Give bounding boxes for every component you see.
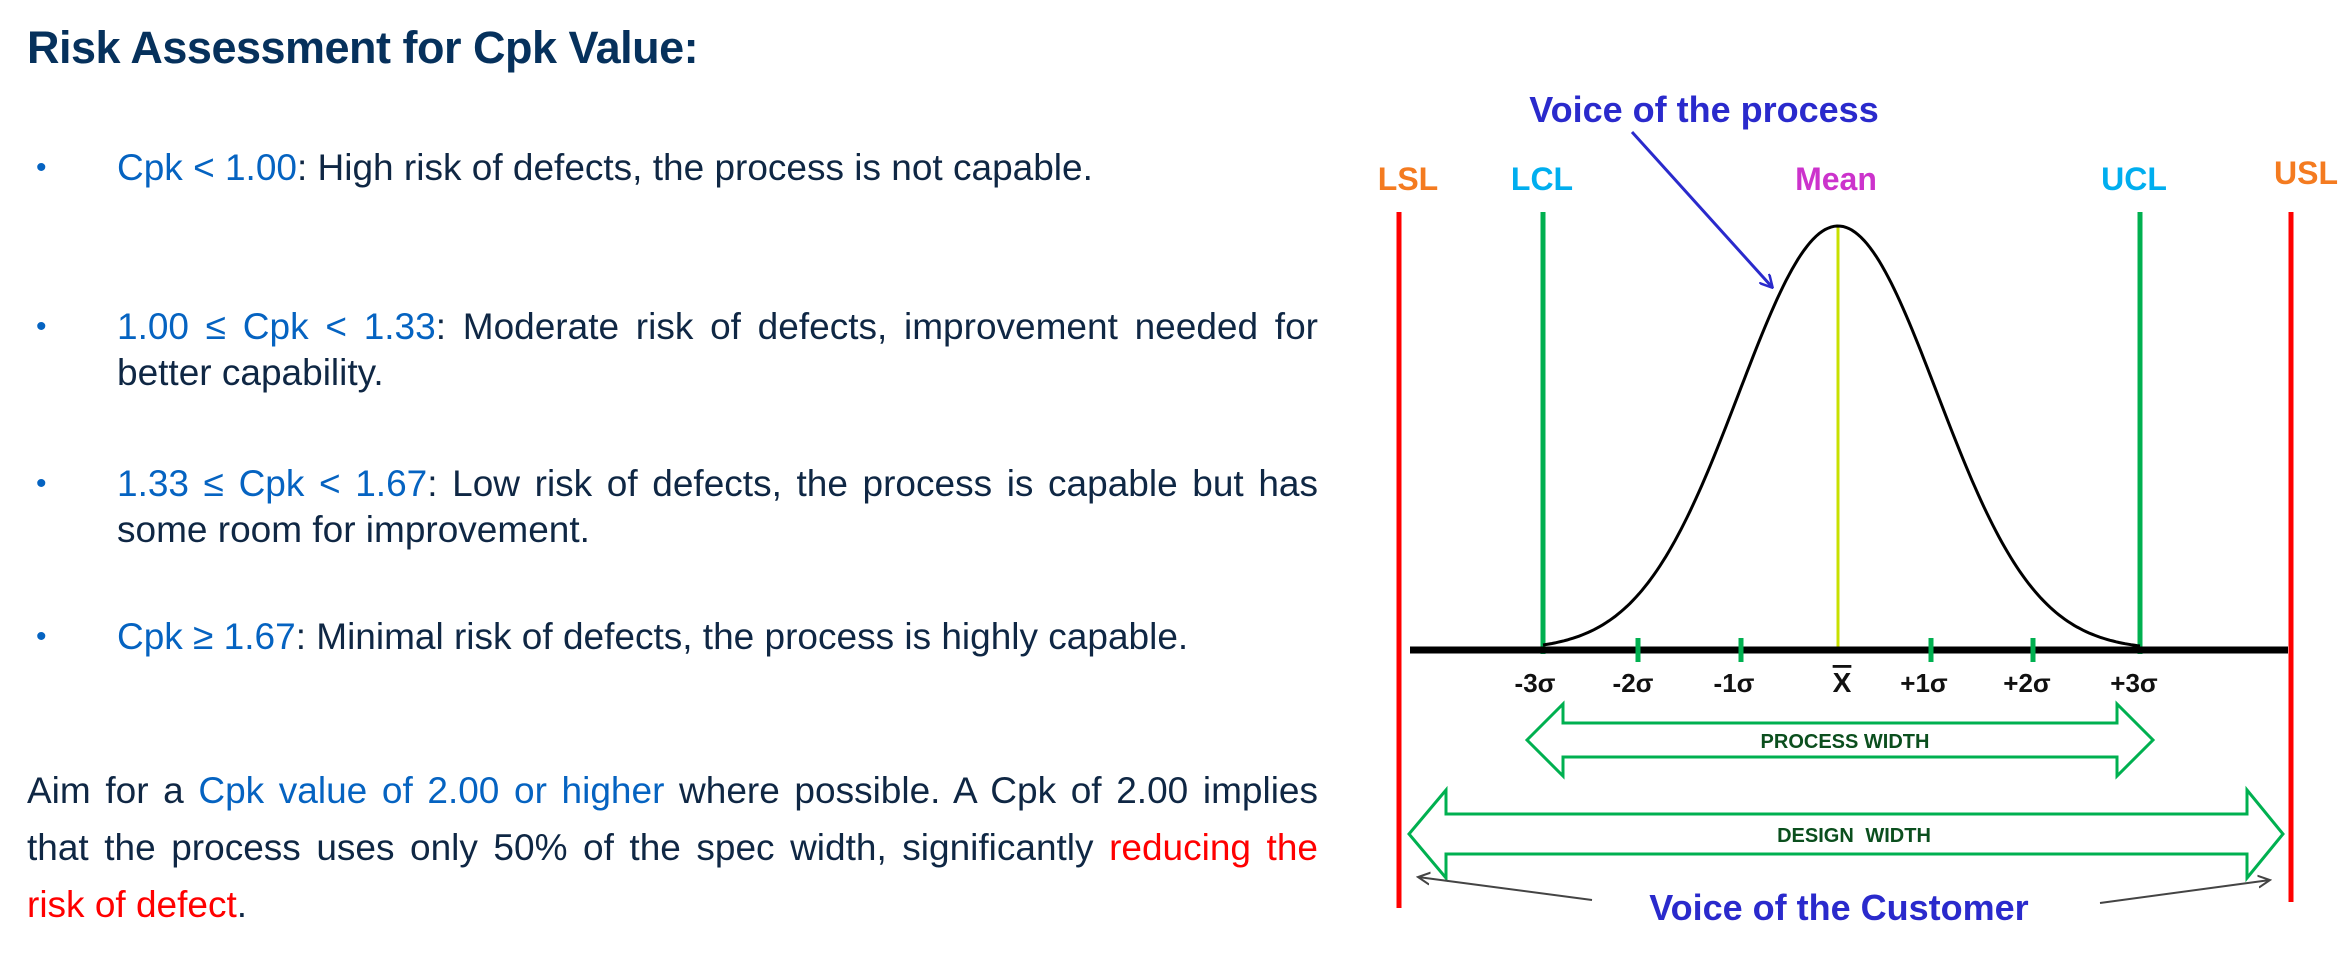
lcl-label: LCL — [1511, 161, 1573, 197]
lsl-label: LSL — [1378, 161, 1438, 197]
customer-arrow-right — [2099, 880, 2270, 904]
para-text: Aim for a — [27, 770, 199, 811]
usl-label: USL — [2274, 155, 2338, 191]
para-text: where possible. A Cpk of 2.00 implies th… — [27, 770, 1318, 868]
sigma-label: -1σ — [1714, 668, 1755, 698]
bell-curve — [1542, 224, 2141, 648]
para-text: . — [236, 884, 248, 925]
mean-label: Mean — [1795, 161, 1877, 197]
sigma-label: +1σ — [1900, 668, 1948, 698]
para-highlight: Cpk value of 2.00 or higher — [198, 770, 665, 811]
bullet-text: : Minimal risk of defects, the process i… — [295, 616, 1189, 657]
bullet-condition: Cpk ≥ 1.67 — [117, 616, 296, 657]
sigma-label: -3σ — [1515, 668, 1556, 698]
page-title: Risk Assessment for Cpk Value: — [27, 22, 699, 73]
voice-of-process-label: Voice of the process — [1529, 89, 1878, 130]
process-width-arrow — [1524, 700, 2156, 780]
bullet-condition: Cpk < 1.00 — [117, 147, 297, 188]
design-width-arrow — [1407, 785, 2285, 883]
bullet-condition: 1.00 ≤ Cpk < 1.33 — [117, 306, 436, 347]
x-bar-label: X — [1833, 667, 1852, 698]
recommendation-paragraph: Aim for a Cpk value of 2.00 or higher wh… — [27, 762, 1318, 933]
process-width-label: PROCESS WIDTH — [1761, 731, 1930, 753]
bullet-icon: • — [36, 620, 47, 653]
bullet-icon: • — [36, 310, 47, 343]
sigma-label: -2σ — [1613, 668, 1654, 698]
bullet-condition: 1.33 ≤ Cpk < 1.67 — [117, 463, 428, 504]
bullet-icon: • — [36, 151, 47, 184]
customer-arrow-left — [1418, 877, 1593, 901]
bullet-icon: • — [36, 467, 47, 500]
ucl-label: UCL — [2101, 161, 2167, 197]
bullet-text: : Moderate risk of defects, improvement … — [117, 306, 1318, 393]
bullet-text: : Low risk of defects, the process is ca… — [117, 463, 1318, 550]
voice-of-customer-label: Voice of the Customer — [1649, 887, 2028, 928]
para-emphasis: reducing the risk of defect — [27, 827, 1318, 925]
sigma-label: +2σ — [2003, 668, 2051, 698]
voice-of-process-arrow — [1630, 130, 1772, 287]
bullet-text: : High risk of defects, the process is n… — [296, 147, 1093, 188]
design-width-label: DESIGN WIDTH — [1777, 825, 1931, 847]
sigma-ticks — [1635, 638, 2036, 662]
sigma-label: +3σ — [2110, 668, 2158, 698]
